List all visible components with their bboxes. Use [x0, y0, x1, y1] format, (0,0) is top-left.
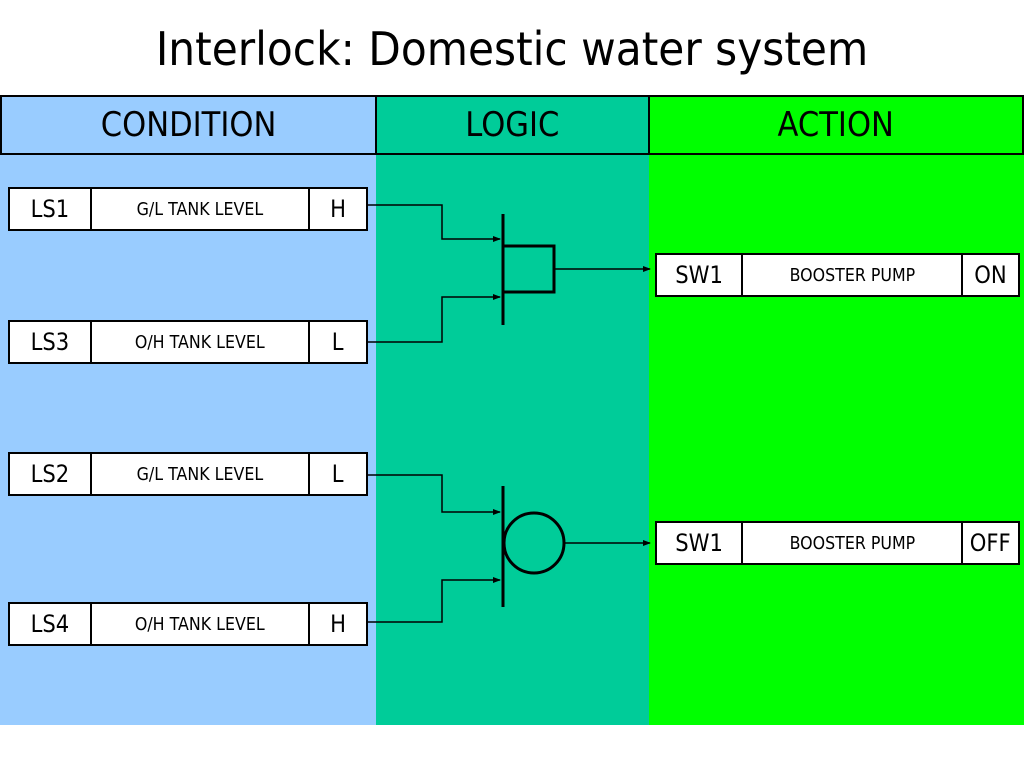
action-column	[649, 95, 1024, 725]
condition-tag: LS1	[10, 189, 92, 229]
page-title: Interlock: Domestic water system	[155, 22, 869, 76]
action-header: ACTION	[648, 95, 1024, 155]
condition-state: L	[332, 328, 344, 356]
action-box-off: SW1 BOOSTER PUMP OFF	[655, 521, 1020, 565]
action-state: ON	[974, 261, 1007, 289]
action-tag: SW1	[657, 255, 743, 295]
condition-tag: LS3	[10, 322, 92, 362]
action-box-on: SW1 BOOSTER PUMP ON	[655, 253, 1020, 297]
condition-description: G/L TANK LEVEL	[92, 189, 310, 229]
condition-header: CONDITION	[0, 95, 377, 155]
condition-box-ls3: LS3 O/H TANK LEVEL L	[8, 320, 368, 364]
condition-tag: LS2	[10, 454, 92, 494]
condition-tag: LS4	[10, 604, 92, 644]
logic-column	[376, 95, 649, 725]
condition-box-ls2: LS2 G/L TANK LEVEL L	[8, 452, 368, 496]
action-header-label: ACTION	[777, 105, 895, 145]
condition-description: O/H TANK LEVEL	[92, 604, 310, 644]
condition-state: H	[330, 195, 346, 223]
action-tag: SW1	[657, 523, 743, 563]
condition-description: O/H TANK LEVEL	[92, 322, 310, 362]
action-description: BOOSTER PUMP	[743, 255, 963, 295]
condition-box-ls1: LS1 G/L TANK LEVEL H	[8, 187, 368, 231]
condition-description: G/L TANK LEVEL	[92, 454, 310, 494]
condition-state: L	[332, 460, 344, 488]
action-description: BOOSTER PUMP	[743, 523, 963, 563]
logic-header: LOGIC	[375, 95, 650, 155]
condition-box-ls4: LS4 O/H TANK LEVEL H	[8, 602, 368, 646]
condition-header-label: CONDITION	[100, 105, 277, 145]
condition-state: H	[330, 610, 346, 638]
action-state: OFF	[970, 529, 1011, 557]
logic-header-label: LOGIC	[465, 105, 560, 145]
